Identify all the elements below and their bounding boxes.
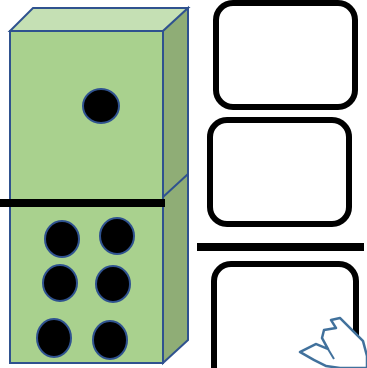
answer-box-middle[interactable] <box>207 117 352 227</box>
pip <box>99 217 135 255</box>
pip <box>95 265 131 303</box>
answer-area <box>197 0 364 368</box>
hand-shape <box>298 316 367 368</box>
pip <box>44 220 80 258</box>
domino-divider <box>0 199 165 207</box>
pip <box>42 264 78 302</box>
answer-box-top[interactable] <box>213 0 358 110</box>
fraction-bar <box>197 243 364 251</box>
answer-box-bottom[interactable] <box>211 261 359 368</box>
domino-front-face <box>9 30 164 364</box>
domino-top-face <box>7 7 191 32</box>
pip <box>92 320 128 360</box>
pip <box>82 88 120 124</box>
domino-side-crease <box>162 173 189 198</box>
domino-bottom-half <box>36 217 135 360</box>
domino <box>0 5 191 366</box>
domino-top-half <box>82 88 120 124</box>
pip <box>36 318 72 358</box>
pointing-hand-icon <box>298 316 367 368</box>
hand-crease <box>327 348 335 360</box>
